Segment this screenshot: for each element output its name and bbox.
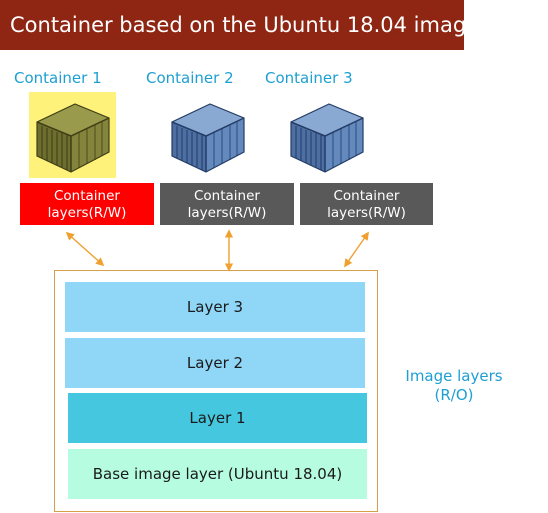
container-1-image[interactable] bbox=[29, 92, 116, 178]
base-image-layer[interactable]: Base image layer (Ubuntu 18.04) bbox=[68, 449, 367, 499]
container-2-title: Container 2 bbox=[146, 69, 234, 87]
layer-2-label: Layer 2 bbox=[186, 354, 244, 372]
image-layers-frame bbox=[54, 270, 378, 512]
shipping-container-icon bbox=[36, 103, 110, 173]
arrow-container-1 bbox=[65, 231, 105, 267]
image-layers-label-line2: (R/O) bbox=[434, 386, 474, 404]
layer-1-label: Layer 1 bbox=[189, 409, 246, 427]
layer-1[interactable]: Layer 1 bbox=[68, 393, 367, 443]
arrow-container-3 bbox=[344, 231, 369, 268]
container-3-title: Container 3 bbox=[265, 69, 353, 87]
header-banner: Container based on the Ubuntu 18.04 imag… bbox=[0, 0, 486, 50]
container-3-image[interactable] bbox=[283, 92, 370, 178]
container-3-layers-label: Container layers(R/W) bbox=[327, 188, 406, 221]
container-3-layers-box[interactable]: Container layers(R/W) bbox=[300, 183, 433, 225]
shipping-container-icon bbox=[290, 103, 364, 173]
banner-title: Container based on the Ubuntu 18.04 imag… bbox=[10, 13, 487, 37]
container-1-layers-label: Container layers(R/W) bbox=[47, 188, 127, 221]
container-1-title: Container 1 bbox=[14, 69, 102, 87]
container-2-layers-box[interactable]: Container layers(R/W) bbox=[160, 183, 294, 225]
layer-3-label: Layer 3 bbox=[186, 298, 244, 316]
container-2-image[interactable] bbox=[164, 92, 251, 178]
base-image-layer-label: Base image layer (Ubuntu 18.04) bbox=[92, 465, 343, 483]
layer-2[interactable]: Layer 2 bbox=[65, 338, 365, 388]
layer-3[interactable]: Layer 3 bbox=[65, 282, 365, 332]
container-2-layers-label: Container layers(R/W) bbox=[187, 188, 267, 221]
image-layers-label-line1: Image layers bbox=[405, 367, 503, 385]
image-layers-label: Image layers (R/O) bbox=[392, 367, 516, 405]
shipping-container-icon bbox=[171, 103, 245, 173]
container-1-layers-box[interactable]: Container layers(R/W) bbox=[20, 183, 154, 225]
